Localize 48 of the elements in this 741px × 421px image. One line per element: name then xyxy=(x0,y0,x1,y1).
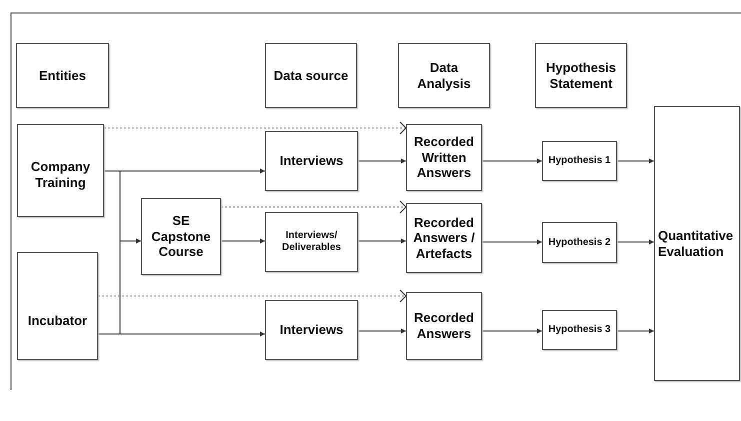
node-label: Recorded Answers / Artefacts xyxy=(412,214,476,262)
process-box xyxy=(265,131,358,191)
process-box xyxy=(265,212,358,272)
entity-box xyxy=(141,198,221,275)
node-label: Recorded Written Answers xyxy=(413,134,475,181)
arrow xyxy=(616,328,654,334)
process-box xyxy=(406,292,482,360)
process-box xyxy=(406,124,482,191)
node-label: Entities xyxy=(39,68,86,84)
header-box xyxy=(535,43,627,108)
node-label: Data source xyxy=(274,68,348,84)
arrow xyxy=(220,200,406,214)
node-label: Hypothesis Statement xyxy=(544,60,618,92)
process-box xyxy=(542,310,617,350)
header-box xyxy=(265,43,357,108)
arrow xyxy=(98,290,406,302)
arrow xyxy=(98,332,266,336)
process-box xyxy=(265,300,358,360)
node-label: Hypothesis 3 xyxy=(548,324,611,336)
arrow xyxy=(220,238,266,244)
arrow xyxy=(358,238,406,244)
arrow xyxy=(482,328,542,334)
arrow xyxy=(104,122,406,134)
process-box xyxy=(406,203,482,273)
header-box xyxy=(16,43,109,108)
node-label: Incubator xyxy=(28,313,88,329)
node-label: Hypothesis 2 xyxy=(548,236,611,248)
arrow xyxy=(616,240,654,244)
node-label: Hypothesis 1 xyxy=(548,155,611,167)
node-label: Interviews xyxy=(280,153,344,169)
node-label: SE Capstone Course xyxy=(150,213,212,260)
arrow xyxy=(358,158,406,164)
node-label: Quantitative Evaluation xyxy=(658,228,734,260)
node-label: Interviews/ Deliverables xyxy=(281,230,342,254)
node-label: Interviews xyxy=(280,322,344,338)
arrow xyxy=(358,328,406,334)
header-box xyxy=(398,43,490,108)
entity-box xyxy=(17,252,98,360)
node-label: Data Analysis xyxy=(416,60,472,92)
node-label: Recorded Answers xyxy=(413,310,475,342)
process-box xyxy=(542,222,617,263)
process-box xyxy=(542,141,617,181)
arrow xyxy=(616,158,654,164)
arrow xyxy=(482,158,542,164)
arrow xyxy=(482,240,542,244)
process-box xyxy=(654,106,740,381)
node-label: Company Training xyxy=(30,159,92,190)
entity-box xyxy=(17,124,104,217)
